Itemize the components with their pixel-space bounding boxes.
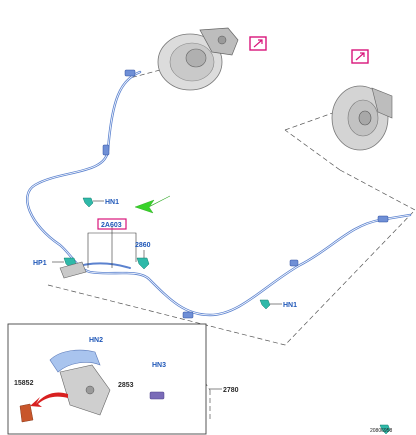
lever-handle	[49, 349, 101, 373]
clip-2860	[136, 257, 150, 270]
label-2780: 2780	[223, 387, 239, 394]
label-hn1-lower: HN1	[283, 302, 297, 309]
highlight-box-2a603	[97, 218, 127, 230]
label-hn3: HN3	[152, 362, 166, 369]
green-arrow-icon	[134, 195, 171, 214]
label-2a603: 2A603	[101, 222, 122, 229]
label-2860: 2860	[135, 242, 151, 249]
fitting-4	[289, 259, 299, 267]
lever-pivot	[85, 385, 95, 395]
rotor-center	[358, 110, 372, 126]
hub	[185, 48, 207, 68]
clip-hn1-lower	[259, 299, 271, 310]
label-hn1-upper: HN1	[105, 199, 119, 206]
cable-highlight	[26, 71, 411, 316]
rotor-caliper	[371, 87, 393, 119]
fitting-1	[102, 144, 110, 156]
cable-fittings	[102, 69, 389, 319]
parking-brake-lever	[49, 349, 165, 416]
dashed-leader-rotor-top	[284, 104, 356, 131]
clip-bottom-right	[379, 424, 391, 435]
cable-connector	[149, 391, 165, 400]
label-2853: 2853	[118, 382, 134, 389]
reference-code: 20806958	[370, 428, 392, 434]
external-link-icon[interactable]	[249, 36, 267, 51]
dashed-frame-right	[47, 169, 416, 346]
brake-rotor	[331, 85, 393, 151]
caliper-piston	[217, 35, 227, 45]
brake-backing-plate	[157, 27, 239, 91]
clip-hn1-upper	[82, 197, 94, 208]
fitting-2	[182, 311, 194, 319]
dashed-leader-caliper	[129, 69, 161, 79]
label-15852: 15852	[14, 380, 34, 387]
dashed-leader-rotor	[284, 129, 341, 171]
external-link-icon[interactable]	[351, 49, 369, 64]
label-hp1: HP1	[33, 260, 47, 267]
label-hn2: HN2	[89, 337, 103, 344]
cable-bracket	[59, 261, 87, 279]
inset-box	[7, 323, 207, 435]
fitting-5	[124, 69, 136, 77]
lever-base	[59, 364, 111, 416]
fitting-3	[377, 215, 389, 223]
red-arrow-icon	[30, 392, 68, 407]
bracket-15852	[19, 403, 34, 423]
